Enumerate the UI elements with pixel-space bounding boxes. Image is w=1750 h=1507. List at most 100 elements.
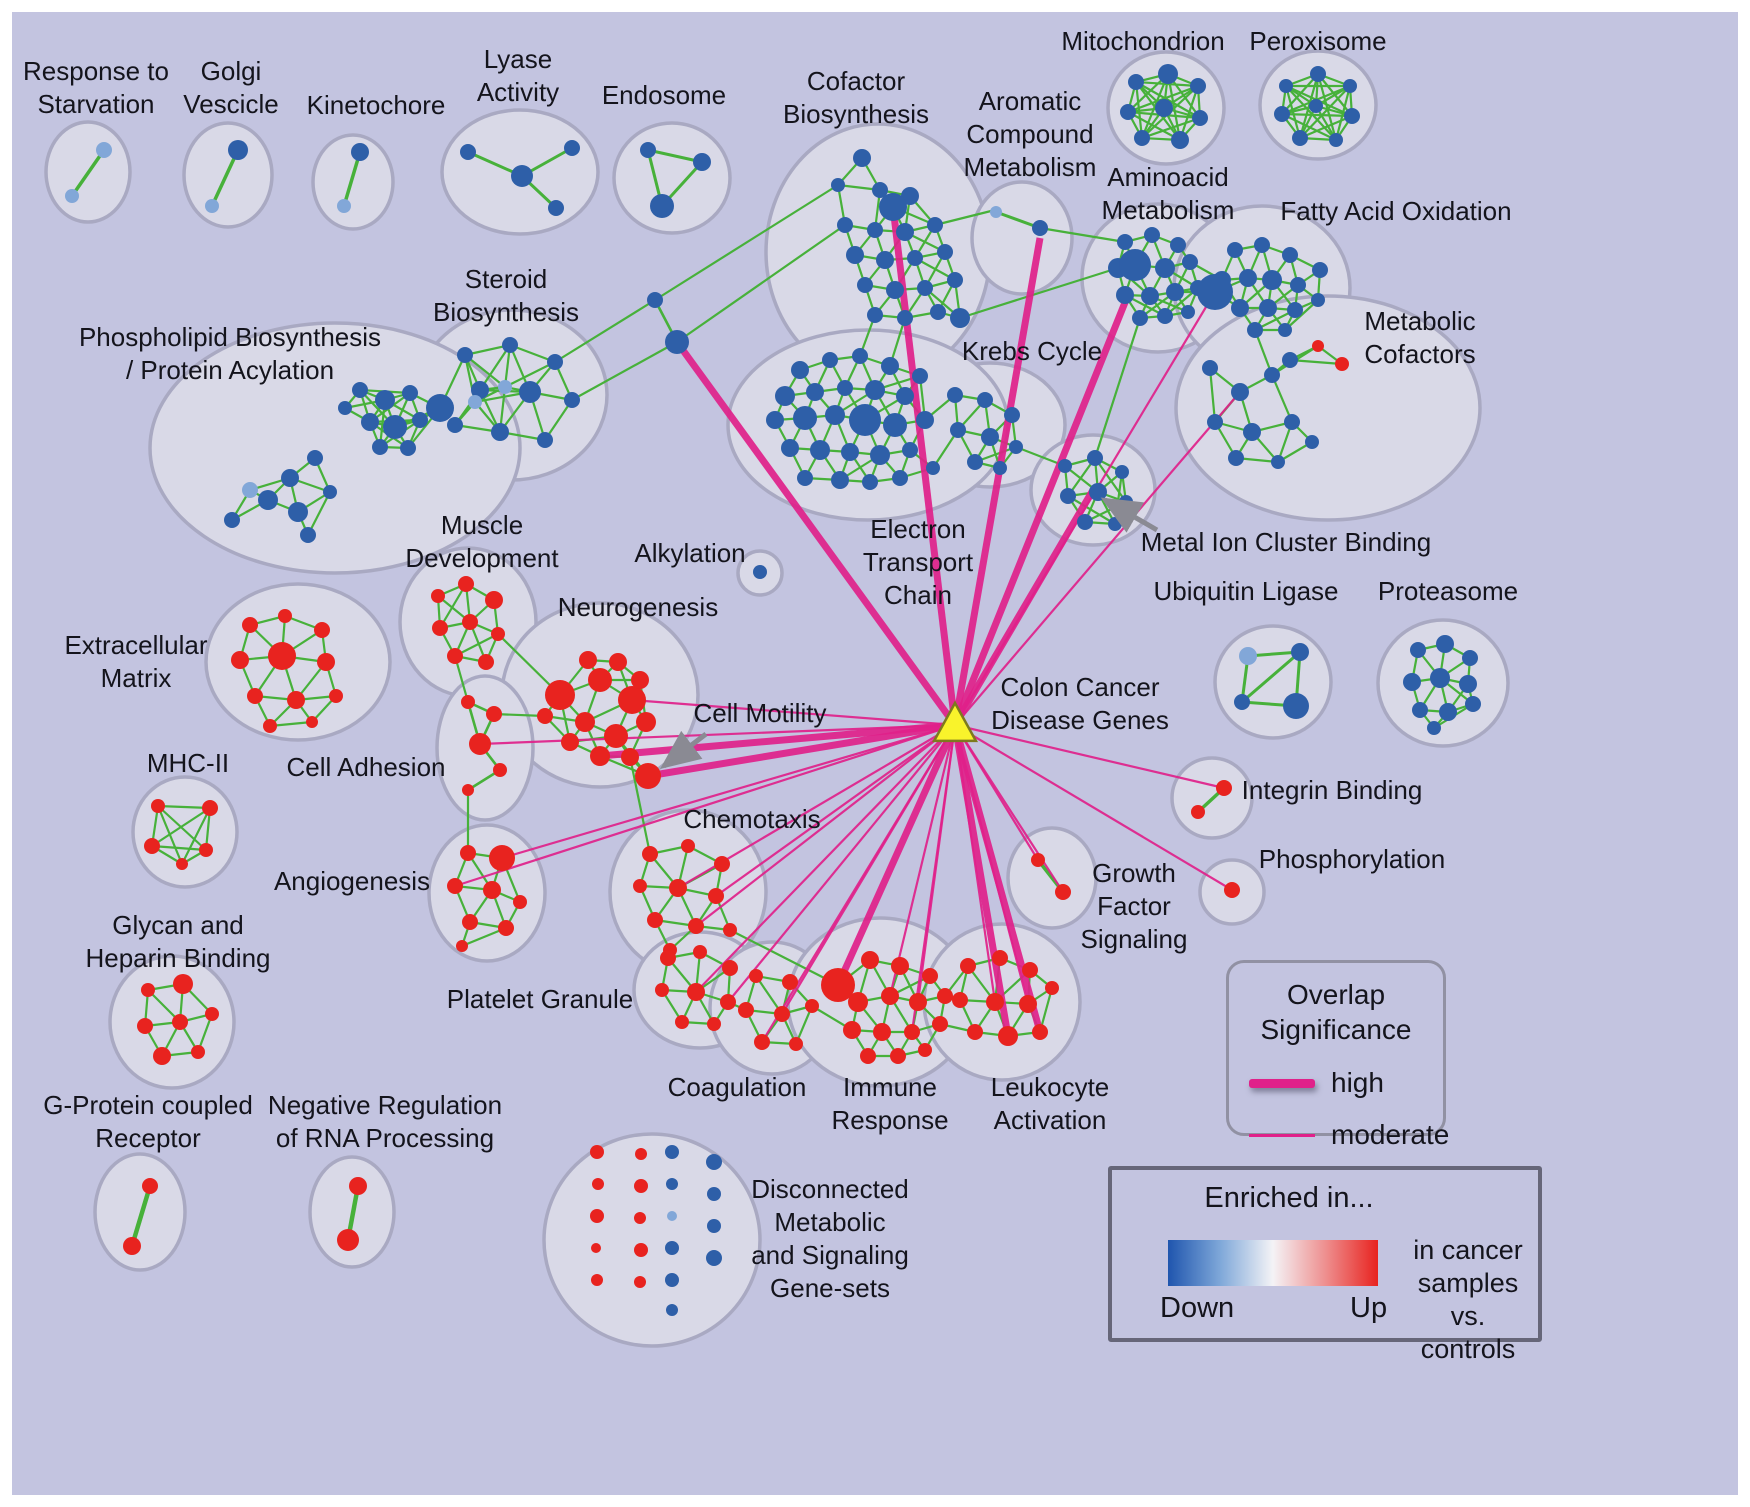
gene-set-node: [1335, 357, 1349, 371]
gene-set-edge: [544, 399, 573, 441]
gene-set-node: [926, 461, 940, 475]
gene-set-node: [1278, 323, 1292, 337]
gene-set-node: [242, 482, 258, 498]
gene-set-edge: [1039, 226, 1126, 244]
gene-set-edge: [1178, 85, 1200, 141]
label-leukocyte-activation: Activation: [994, 1105, 1107, 1135]
gene-set-node: [635, 763, 661, 789]
gene-set-node: [1128, 74, 1144, 90]
gene-set-node: [483, 881, 501, 899]
gene-set-node: [537, 708, 553, 724]
gene-set-node: [635, 1148, 647, 1160]
gene-set-node: [1271, 455, 1285, 469]
gene-set-edge: [504, 361, 556, 388]
gene-set-node: [281, 469, 299, 487]
gene-set-node: [916, 411, 934, 429]
overlap-edge-moderate: [954, 724, 1064, 893]
gene-set-node: [1134, 130, 1150, 146]
moderate-significance-label: moderate: [1331, 1119, 1450, 1150]
gene-set-node: [952, 992, 968, 1008]
gene-set-node: [1264, 367, 1280, 383]
gene-set-node: [1239, 269, 1257, 287]
overlap-edge-moderate: [953, 724, 997, 1003]
gene-set-node: [918, 1043, 932, 1057]
gene-set-node: [1045, 981, 1059, 995]
gene-set-node: [1182, 254, 1198, 270]
cluster-ellipse-aromatic-compound-metabolism: [970, 180, 1074, 296]
gene-set-node: [1305, 435, 1319, 449]
overlap-edge-high: [599, 721, 956, 760]
gene-set-node: [337, 1229, 359, 1251]
gene-set-node: [579, 651, 597, 669]
gene-set-node: [867, 307, 883, 323]
gene-set-node: [881, 987, 899, 1005]
gene-set-edge: [1127, 111, 1181, 141]
gene-set-node: [456, 940, 468, 952]
gene-set-node: [590, 746, 610, 766]
gene-set-node: [1462, 650, 1478, 666]
gene-set-edge: [454, 633, 499, 657]
gene-set-node: [640, 142, 656, 158]
label-electron-transport-chain: Chain: [884, 580, 952, 610]
gene-set-node: [383, 415, 407, 439]
gene-set-node: [1190, 78, 1206, 94]
gene-set-node: [822, 352, 838, 368]
gene-set-node: [687, 983, 705, 1001]
label-disconnected-gene-sets: and Signaling: [751, 1240, 909, 1270]
gene-set-node: [1158, 64, 1178, 84]
gene-set-node: [793, 406, 817, 430]
gene-set-node: [1465, 696, 1481, 712]
gene-set-node: [1216, 780, 1232, 796]
label-aminoacid-metabolism: Aminoacid: [1107, 162, 1228, 192]
label-fatty-acid-oxidation: Fatty Acid Oxidation: [1280, 196, 1511, 226]
gene-set-node: [883, 413, 907, 437]
gene-set-node: [258, 490, 278, 510]
gene-set-node: [781, 439, 799, 457]
overlap-edge-moderate: [479, 723, 956, 746]
enrichment-note-line2: samples: [1417, 1268, 1519, 1298]
gene-set-node: [960, 958, 976, 974]
label-electron-transport-chain: Transport: [863, 547, 974, 577]
gene-set-node: [1155, 258, 1175, 278]
label-endosome: Endosome: [602, 80, 726, 110]
overlap-edge-moderate: [953, 724, 1030, 1005]
gene-set-node: [317, 653, 335, 671]
gene-set-node: [665, 1145, 679, 1159]
gene-set-node: [831, 178, 845, 192]
gene-set-edge: [1316, 73, 1338, 141]
gene-set-node: [634, 1179, 648, 1193]
gene-set-node: [519, 381, 541, 403]
gene-set-node: [288, 502, 308, 522]
gene-set-node: [1282, 352, 1298, 368]
gene-set-node: [1430, 668, 1450, 688]
gene-set-node: [1207, 414, 1223, 430]
gene-set-node: [1403, 673, 1421, 691]
gene-set-node: [471, 381, 489, 399]
gene-set-node: [634, 1212, 646, 1224]
gene-set-node: [307, 450, 323, 466]
gene-set-node: [1202, 360, 1218, 376]
gene-set-edge: [509, 343, 556, 364]
enrichment-gradient-bar: [1168, 1240, 1378, 1286]
gene-set-node: [609, 653, 627, 671]
label-response-to-starvation: Response to: [23, 56, 169, 86]
gene-set-node: [604, 724, 628, 748]
gene-set-node: [1284, 414, 1300, 430]
gene-set-node: [172, 1014, 188, 1030]
overlap-edge-high: [951, 237, 1044, 726]
gene-set-node: [502, 337, 518, 353]
gene-set-node: [693, 153, 711, 171]
gene-set-node: [647, 912, 663, 928]
gene-set-node: [468, 395, 482, 409]
legend-overlap-significance: Overlap Significance high moderate: [1226, 960, 1449, 1150]
gene-set-node: [634, 1243, 648, 1257]
label-golgi-vescicle: Golgi: [201, 56, 262, 86]
label-chemotaxis: Chemotaxis: [683, 804, 820, 834]
gene-set-node: [1290, 277, 1306, 293]
gene-set-node: [837, 380, 853, 396]
gene-set-node: [707, 1017, 721, 1031]
gene-set-node: [337, 199, 351, 213]
gene-set-node: [1019, 995, 1037, 1013]
gene-set-edge: [1299, 114, 1353, 140]
